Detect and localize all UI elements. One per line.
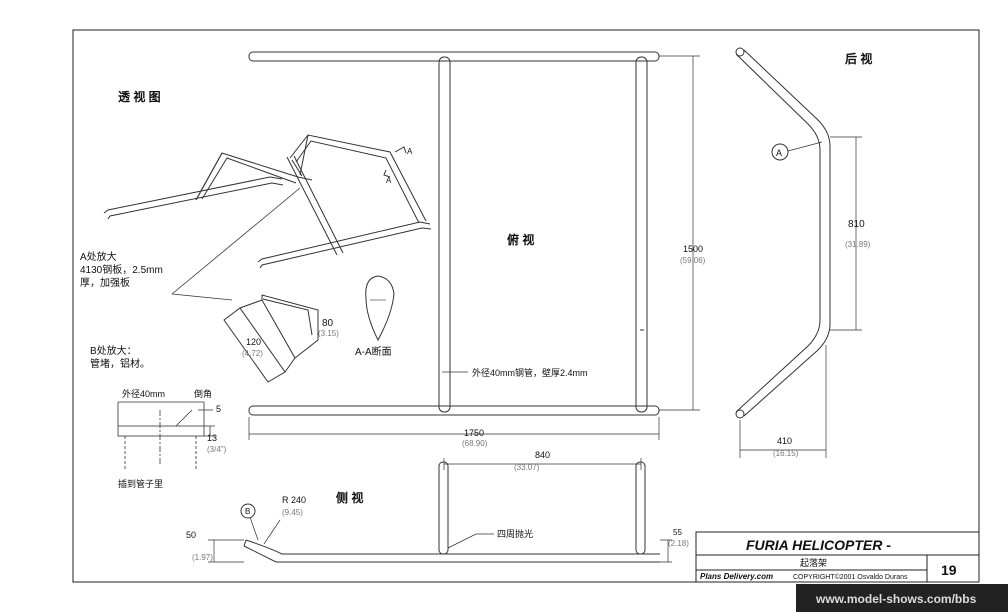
marker-a-label: A xyxy=(776,148,782,158)
marker-b-label: B xyxy=(245,507,250,516)
svg-text:B处放大：: B处放大： xyxy=(90,344,137,357)
marker-b-circle xyxy=(240,503,256,519)
top-length-dim: 1750 xyxy=(464,428,484,438)
svg-text:厚，加强板: 厚，加强板 xyxy=(80,276,130,289)
watermark-bg xyxy=(796,584,1008,612)
side-end-dim: 55 xyxy=(673,528,682,537)
title-block xyxy=(695,531,980,583)
gusset-plate-detail xyxy=(223,294,319,383)
plug-dim-5: 5 xyxy=(216,404,221,414)
insert-label: 插到管子里 xyxy=(118,478,163,489)
plug-dim-13-alt: (3/4") xyxy=(207,445,227,454)
polish-label: 四周抛光 xyxy=(497,528,533,539)
marker-a-circle xyxy=(771,143,789,161)
rear-view-frame xyxy=(735,47,862,458)
svg-text:管堵，铝材。: 管堵，铝材。 xyxy=(90,357,150,370)
section-aa-shape xyxy=(365,275,395,342)
plate-height-dim: 80 xyxy=(322,318,334,329)
outer-dia-label: 外径40mm xyxy=(122,388,165,399)
top-view-title: 俯 视 xyxy=(507,232,534,247)
bend-radius-alt: (9.45) xyxy=(282,508,303,517)
side-rise-dim: 50 xyxy=(186,530,196,540)
rear-width-alt: (16.15) xyxy=(773,449,799,458)
perspective-view-title: 透 视 图 xyxy=(118,89,161,104)
tube-spec-label: 外径40mm钢管，壁厚2.4mm xyxy=(472,367,588,378)
top-length-alt: (68.90) xyxy=(462,439,488,448)
svg-text:A处放大: A处放大 xyxy=(80,250,117,263)
side-span-alt: (33.07) xyxy=(514,463,540,472)
polish-leader xyxy=(447,533,494,549)
perspective-frame xyxy=(103,134,432,269)
plate-width-alt: (4.72) xyxy=(242,349,263,358)
side-view-frame xyxy=(208,458,672,563)
title-block-subtitle: 起落架 xyxy=(800,557,827,568)
title-block-copyright: COPYRIGHT©2001 Osvaldo Durans xyxy=(793,573,908,581)
top-width-dim: 1500 xyxy=(683,244,703,254)
a-detail-leader xyxy=(171,187,301,301)
b-detail-note: B处放大： 管堵，铝材。 xyxy=(90,344,150,370)
title-block-title: FURIA HELICOPTER - xyxy=(746,537,891,553)
title-block-brand: Plans Delivery.com xyxy=(700,572,773,581)
plug-dim-13: 13 xyxy=(207,433,217,443)
top-view-frame xyxy=(248,51,700,440)
top-width-alt: (59.06) xyxy=(680,256,706,265)
rear-height-alt: (31.89) xyxy=(845,240,871,249)
chamfer-label: 倒角 xyxy=(194,388,212,399)
watermark-text: www.model-shows.com/bbs xyxy=(815,592,977,606)
rear-width-dim: 410 xyxy=(777,436,792,446)
bend-radius-dim: R 240 xyxy=(282,495,306,505)
rear-height-dim: 810 xyxy=(848,219,865,230)
side-view-title: 侧 视 xyxy=(336,490,363,505)
side-span-dim: 840 xyxy=(535,450,550,460)
section-mark-a-lower: A xyxy=(386,176,392,185)
plug-detail xyxy=(117,401,215,470)
plate-height-alt: (3.15) xyxy=(318,329,339,338)
plate-width-dim: 120 xyxy=(246,337,261,347)
svg-text:4130钢板，2.5mm: 4130钢板，2.5mm xyxy=(80,263,163,276)
rear-view-title: 后 视 xyxy=(845,51,872,66)
side-end-alt: (2.18) xyxy=(668,539,689,548)
title-block-page: 19 xyxy=(941,562,957,578)
side-rise-alt: (1.97) xyxy=(192,553,213,562)
sheet-border xyxy=(72,29,980,583)
section-mark-a-upper: A xyxy=(407,147,413,156)
a-detail-note: A处放大 4130钢板，2.5mm 厚，加强板 xyxy=(80,250,163,289)
section-aa-label: A-A断面 xyxy=(355,345,392,358)
